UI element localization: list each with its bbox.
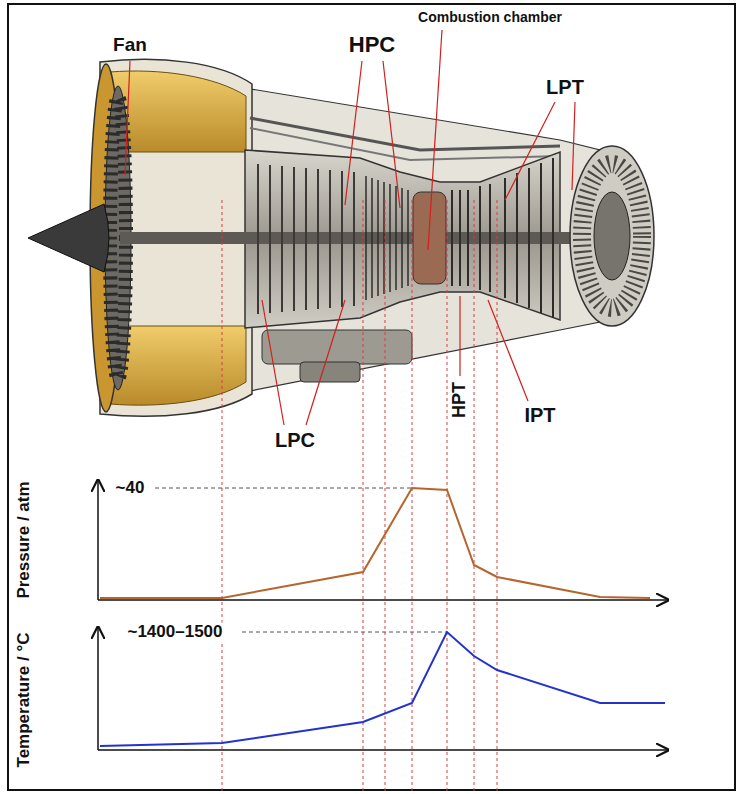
axis-label: Temperature / °C — [15, 631, 34, 770]
lpc-stages — [317, 169, 319, 309]
pressure-curve — [100, 488, 650, 598]
hpc-stages — [401, 188, 403, 288]
section-divider — [222, 200, 223, 792]
section-divider — [222, 200, 497, 792]
leader-line — [572, 102, 575, 190]
lpc-stages — [293, 167, 295, 311]
leader-line — [306, 300, 345, 425]
lpc-stages — [341, 171, 343, 307]
leader-line — [383, 61, 400, 208]
leader-line — [488, 300, 528, 401]
turbine-stages — [467, 190, 469, 286]
shaft — [120, 232, 610, 244]
axis — [97, 627, 99, 750]
lpc-stages — [305, 168, 307, 310]
lpc-stages — [329, 170, 331, 308]
temperature-curve — [100, 632, 665, 746]
leader-line — [505, 102, 555, 200]
exhaust-cone — [594, 192, 630, 280]
leader-line — [125, 61, 130, 175]
turbine-stages — [516, 173, 518, 303]
leader-line — [428, 30, 442, 250]
hpc-stages — [366, 176, 408, 300]
lpc-stages — [269, 165, 271, 313]
exhaust-nozzle — [570, 146, 654, 326]
leader-line — [125, 30, 575, 425]
turbine-stages — [489, 184, 491, 292]
section-divider — [385, 200, 386, 792]
hpc-stages — [395, 186, 397, 290]
turbine-stages — [528, 168, 530, 308]
axis — [98, 749, 668, 751]
temperature-chart — [98, 627, 668, 750]
pressure-chart — [98, 480, 668, 600]
gearbox — [300, 362, 360, 382]
turbine-stages — [552, 158, 554, 318]
hpc-stages — [407, 190, 409, 286]
frame — [8, 4, 735, 790]
axis-label: Pressure / atm — [15, 479, 34, 600]
part-label: HPT — [450, 380, 470, 420]
axis — [98, 599, 668, 601]
lpc-stages — [281, 166, 283, 312]
part-label: LPC — [273, 429, 317, 451]
lpc-stages — [257, 164, 259, 314]
leader-line — [459, 296, 460, 376]
lpc-stages — [353, 172, 355, 306]
leader-line — [262, 300, 284, 425]
section-divider — [363, 200, 364, 792]
exhaust-vanes — [582, 164, 642, 308]
section-divider — [497, 200, 498, 792]
hpc-stages — [389, 184, 391, 292]
section-divider — [474, 200, 475, 792]
hpc-stages — [377, 180, 379, 296]
section-divider — [447, 200, 448, 792]
turbine-stages — [479, 186, 481, 290]
value-label: ~1400–1500 — [125, 623, 224, 642]
pipe — [250, 118, 560, 150]
guide-line — [155, 488, 412, 489]
part-label: IPT — [522, 404, 557, 426]
leader-line — [345, 61, 362, 205]
combustor — [413, 192, 446, 284]
part-label: LPT — [544, 76, 586, 98]
gearbox — [262, 330, 412, 364]
value-label: ~40 — [114, 479, 147, 498]
engine-illustration — [28, 59, 654, 416]
turbine-stages — [451, 190, 453, 286]
guide-line — [242, 632, 447, 633]
turbine-stages — [540, 163, 542, 313]
turbine-stages — [452, 158, 553, 318]
hpc-stages — [365, 176, 367, 300]
turbine-stages — [459, 190, 461, 286]
hpc-stages — [371, 178, 373, 298]
turbine-stages — [504, 178, 506, 298]
part-label: Fan — [111, 35, 149, 56]
part-label: Combustion chamber — [416, 10, 564, 25]
fan-case — [110, 326, 246, 405]
part-label: HPC — [347, 33, 397, 57]
spinner — [28, 204, 109, 272]
axis — [97, 480, 99, 600]
lpc-stages — [258, 164, 354, 314]
